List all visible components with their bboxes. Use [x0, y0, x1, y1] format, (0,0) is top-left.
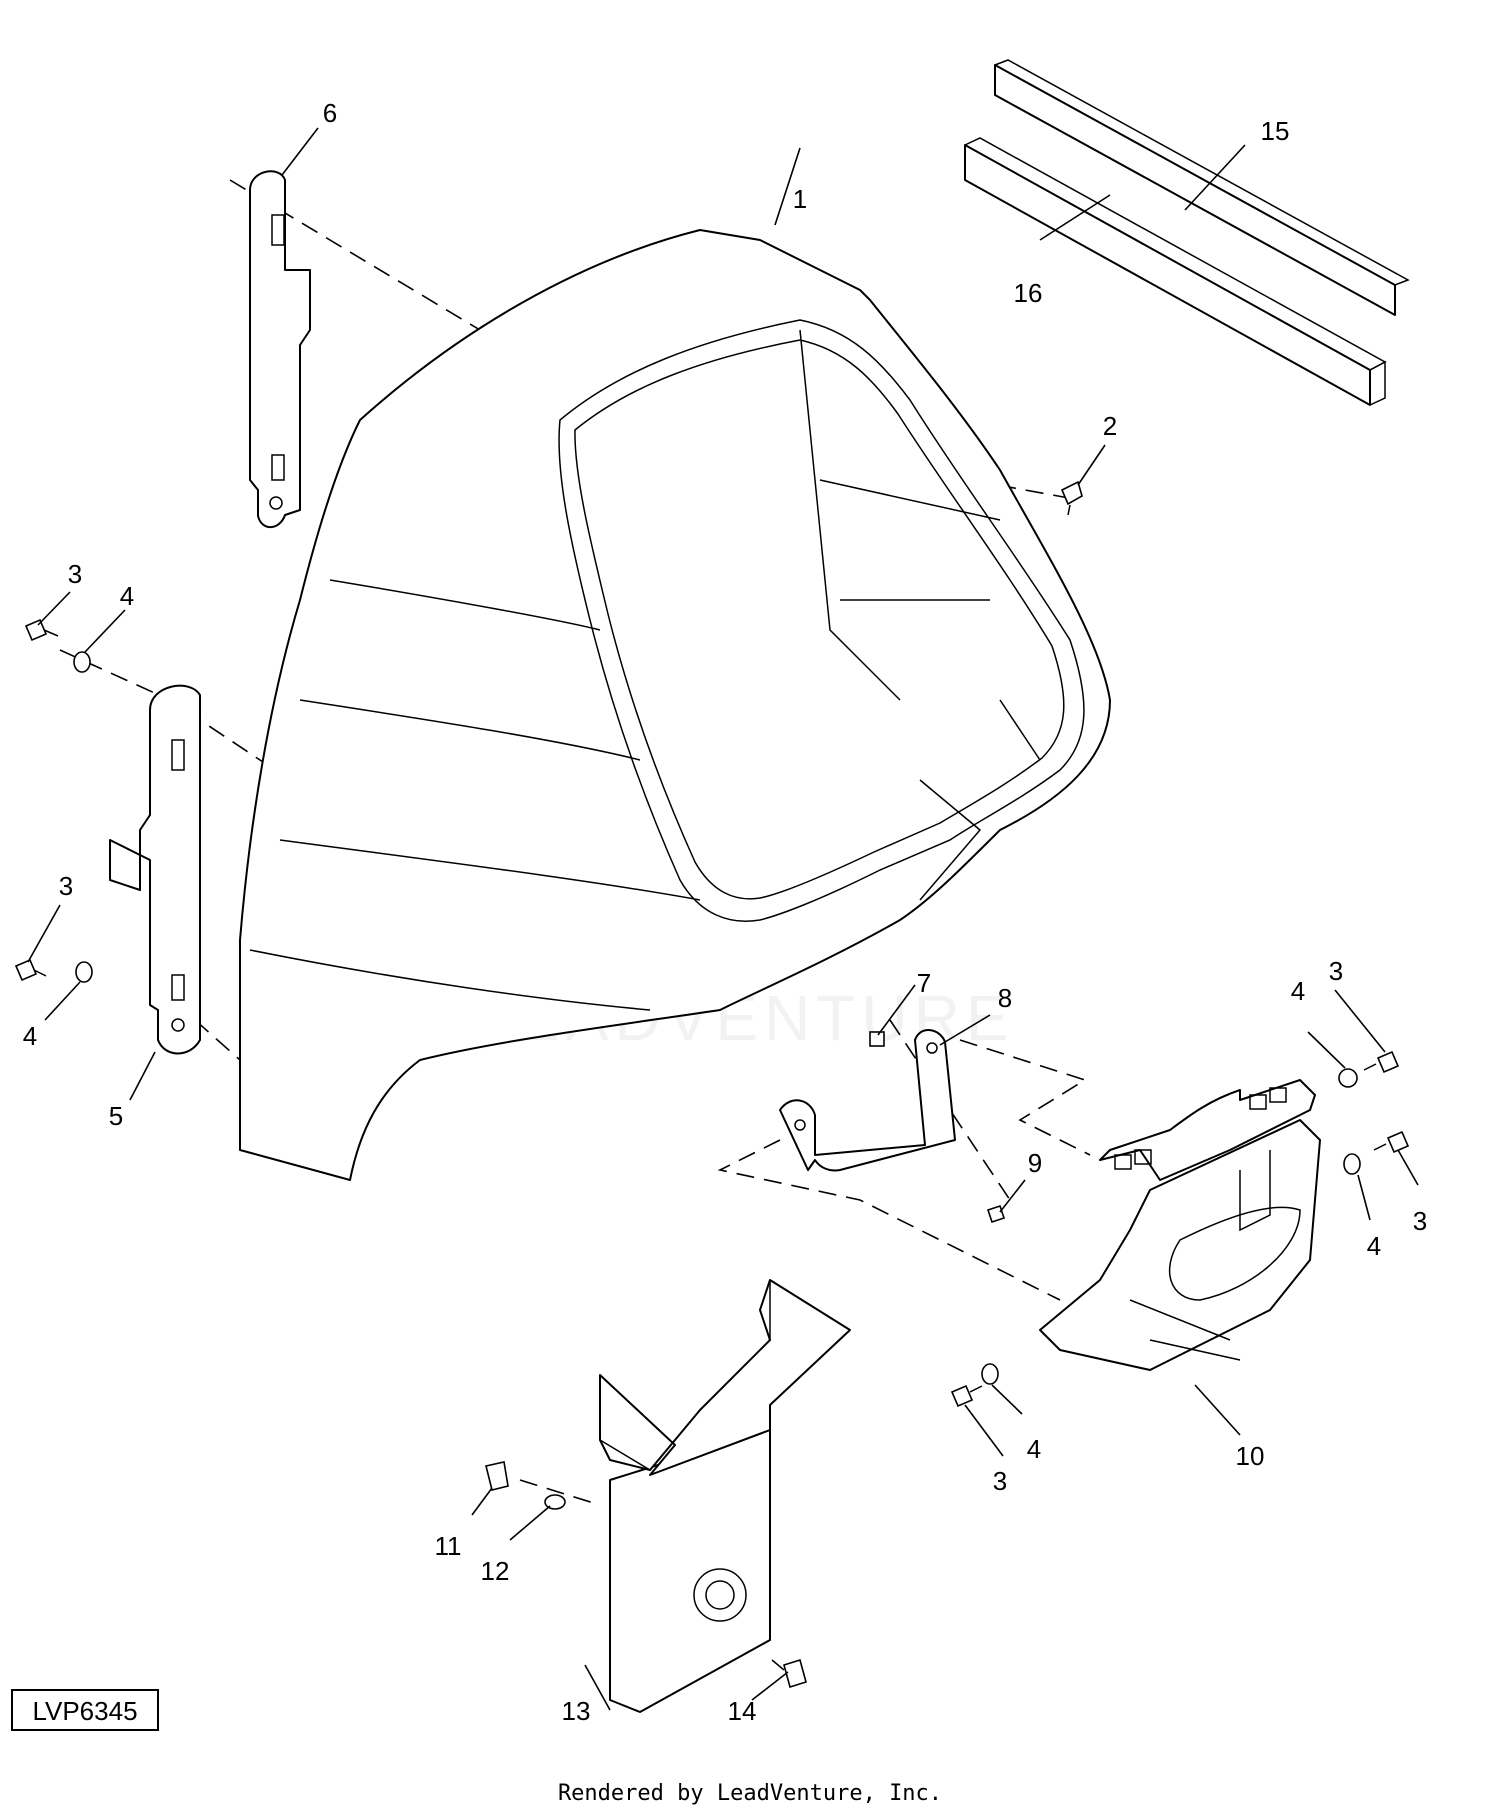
callout-3c: 3 — [1329, 956, 1343, 986]
reference-code: LVP6345 — [32, 1696, 137, 1726]
screw-9 — [986, 1204, 1006, 1224]
knob-14 — [771, 1658, 807, 1689]
callout-3b: 3 — [59, 871, 73, 901]
callout-5: 5 — [109, 1101, 123, 1131]
reference-code-box: LVP6345 — [11, 1689, 159, 1731]
washer-12 — [544, 1494, 566, 1510]
callout-15: 15 — [1261, 116, 1290, 146]
clip-2 — [1060, 480, 1083, 516]
callout-14: 14 — [728, 1696, 757, 1726]
strip-15 — [994, 59, 1410, 316]
callout-11: 11 — [435, 1531, 462, 1561]
callout-4d: 4 — [1367, 1231, 1381, 1261]
callout-16: 16 — [1014, 278, 1043, 308]
callout-6: 6 — [323, 98, 337, 128]
callout-2: 2 — [1103, 411, 1117, 441]
lower-cover-right — [1039, 1079, 1321, 1371]
washer-4e — [981, 1363, 999, 1385]
bracket-lower — [109, 684, 201, 1055]
callout-4e: 4 — [1027, 1434, 1041, 1464]
callout-10: 10 — [1236, 1441, 1265, 1471]
callout-9: 9 — [1028, 1148, 1042, 1178]
leader-lines — [27, 127, 1419, 1711]
callout-13: 13 — [562, 1696, 591, 1726]
callout-4c: 4 — [1291, 976, 1305, 1006]
callout-4b: 4 — [23, 1021, 37, 1051]
clip-7 — [869, 1031, 885, 1047]
lower-cover-front — [599, 1279, 851, 1713]
bolt-3b — [14, 958, 47, 982]
callout-12: 12 — [481, 1556, 510, 1586]
clip-11 — [485, 1461, 509, 1491]
credit-text: Rendered by LeadVenture, Inc. — [558, 1781, 942, 1806]
callout-3e: 3 — [993, 1466, 1007, 1496]
callout-1: 1 — [793, 184, 807, 214]
bolt-3c — [1363, 1050, 1400, 1074]
hardware — [14, 480, 1410, 1689]
washer-4a — [73, 651, 91, 673]
washer-4c — [1338, 1068, 1358, 1088]
mounting-bracket — [779, 1029, 956, 1172]
callout-3d: 3 — [1413, 1206, 1427, 1236]
washer-4d — [1343, 1153, 1361, 1175]
callout-4a: 4 — [120, 581, 134, 611]
callout-8: 8 — [998, 983, 1012, 1013]
callout-3a: 3 — [68, 559, 82, 589]
bolt-3a — [24, 618, 59, 642]
callout-7: 7 — [917, 968, 931, 998]
hood-shell — [239, 229, 1111, 1181]
bolt-3d — [1373, 1130, 1410, 1154]
callout-labels: 1 2 3 3 3 3 3 3 4 4 4 4 4 5 6 7 8 9 10 1… — [23, 98, 1427, 1726]
bracket-upper — [249, 170, 311, 529]
bolt-3e — [950, 1384, 983, 1408]
washer-4b — [75, 961, 93, 983]
strip-16 — [964, 137, 1387, 406]
